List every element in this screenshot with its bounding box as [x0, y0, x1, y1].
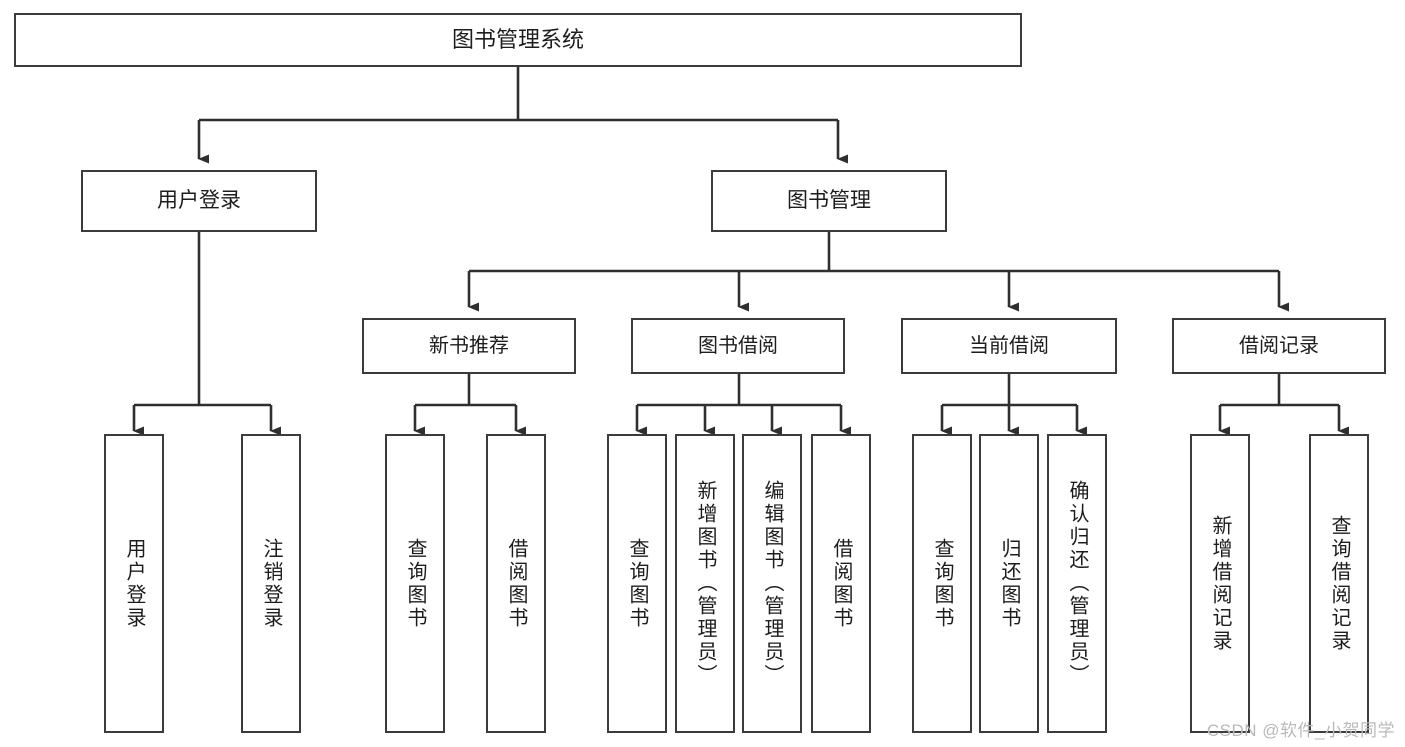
node-current-borrow[interactable]: 当前借阅: [901, 318, 1117, 374]
node-leaf-confirm-return-admin[interactable]: 确认归还（管理员）: [1047, 434, 1107, 733]
node-label: 查询图书: [626, 537, 648, 630]
node-leaf-add-book-admin[interactable]: 新增图书（管理员）: [675, 434, 735, 733]
node-book-management[interactable]: 图书管理: [711, 170, 947, 232]
node-leaf-query-book-borrow[interactable]: 查询图书: [607, 434, 667, 733]
node-label: 确认归还（管理员）: [1066, 480, 1088, 687]
node-label: 查询图书: [931, 537, 953, 630]
node-label: 借阅图书: [505, 537, 527, 630]
node-leaf-query-book-recommend[interactable]: 查询图书: [385, 434, 445, 733]
node-label: 注销登录: [260, 537, 282, 630]
node-leaf-edit-book-admin[interactable]: 编辑图书（管理员）: [742, 434, 802, 733]
node-leaf-borrow-book[interactable]: 借阅图书: [811, 434, 871, 733]
node-leaf-logout[interactable]: 注销登录: [241, 434, 301, 733]
node-label: 图书管理系统: [451, 26, 584, 52]
node-leaf-return-book[interactable]: 归还图书: [979, 434, 1039, 733]
node-label: 图书管理: [787, 189, 871, 213]
node-label: 新增图书（管理员）: [694, 480, 716, 687]
node-book-borrow[interactable]: 图书借阅: [631, 318, 845, 374]
node-label: 查询图书: [404, 537, 426, 630]
node-borrow-record[interactable]: 借阅记录: [1172, 318, 1386, 374]
node-label: 编辑图书（管理员）: [761, 480, 783, 687]
node-label: 借阅记录: [1239, 334, 1319, 357]
node-label: 用户登录: [157, 189, 241, 213]
node-leaf-query-borrow-record[interactable]: 查询借阅记录: [1309, 434, 1369, 733]
node-leaf-borrow-book-recommend[interactable]: 借阅图书: [486, 434, 546, 733]
node-root-book-management-system[interactable]: 图书管理系统: [14, 13, 1022, 67]
node-label: 查询借阅记录: [1328, 514, 1350, 653]
node-label: 借阅图书: [830, 537, 852, 630]
node-leaf-query-book-current[interactable]: 查询图书: [912, 434, 972, 733]
node-label: 归还图书: [998, 537, 1020, 630]
node-new-book-recommend[interactable]: 新书推荐: [362, 318, 576, 374]
node-leaf-user-login[interactable]: 用户登录: [104, 434, 164, 733]
node-label: 新书推荐: [429, 334, 509, 357]
node-user-login[interactable]: 用户登录: [81, 170, 317, 232]
node-label: 用户登录: [123, 537, 145, 630]
node-label: 当前借阅: [969, 334, 1049, 357]
watermark-text: CSDN @软件_小贺同学: [1206, 721, 1395, 740]
node-label: 新增借阅记录: [1209, 514, 1231, 653]
node-leaf-add-borrow-record[interactable]: 新增借阅记录: [1190, 434, 1250, 733]
node-label: 图书借阅: [698, 334, 778, 357]
